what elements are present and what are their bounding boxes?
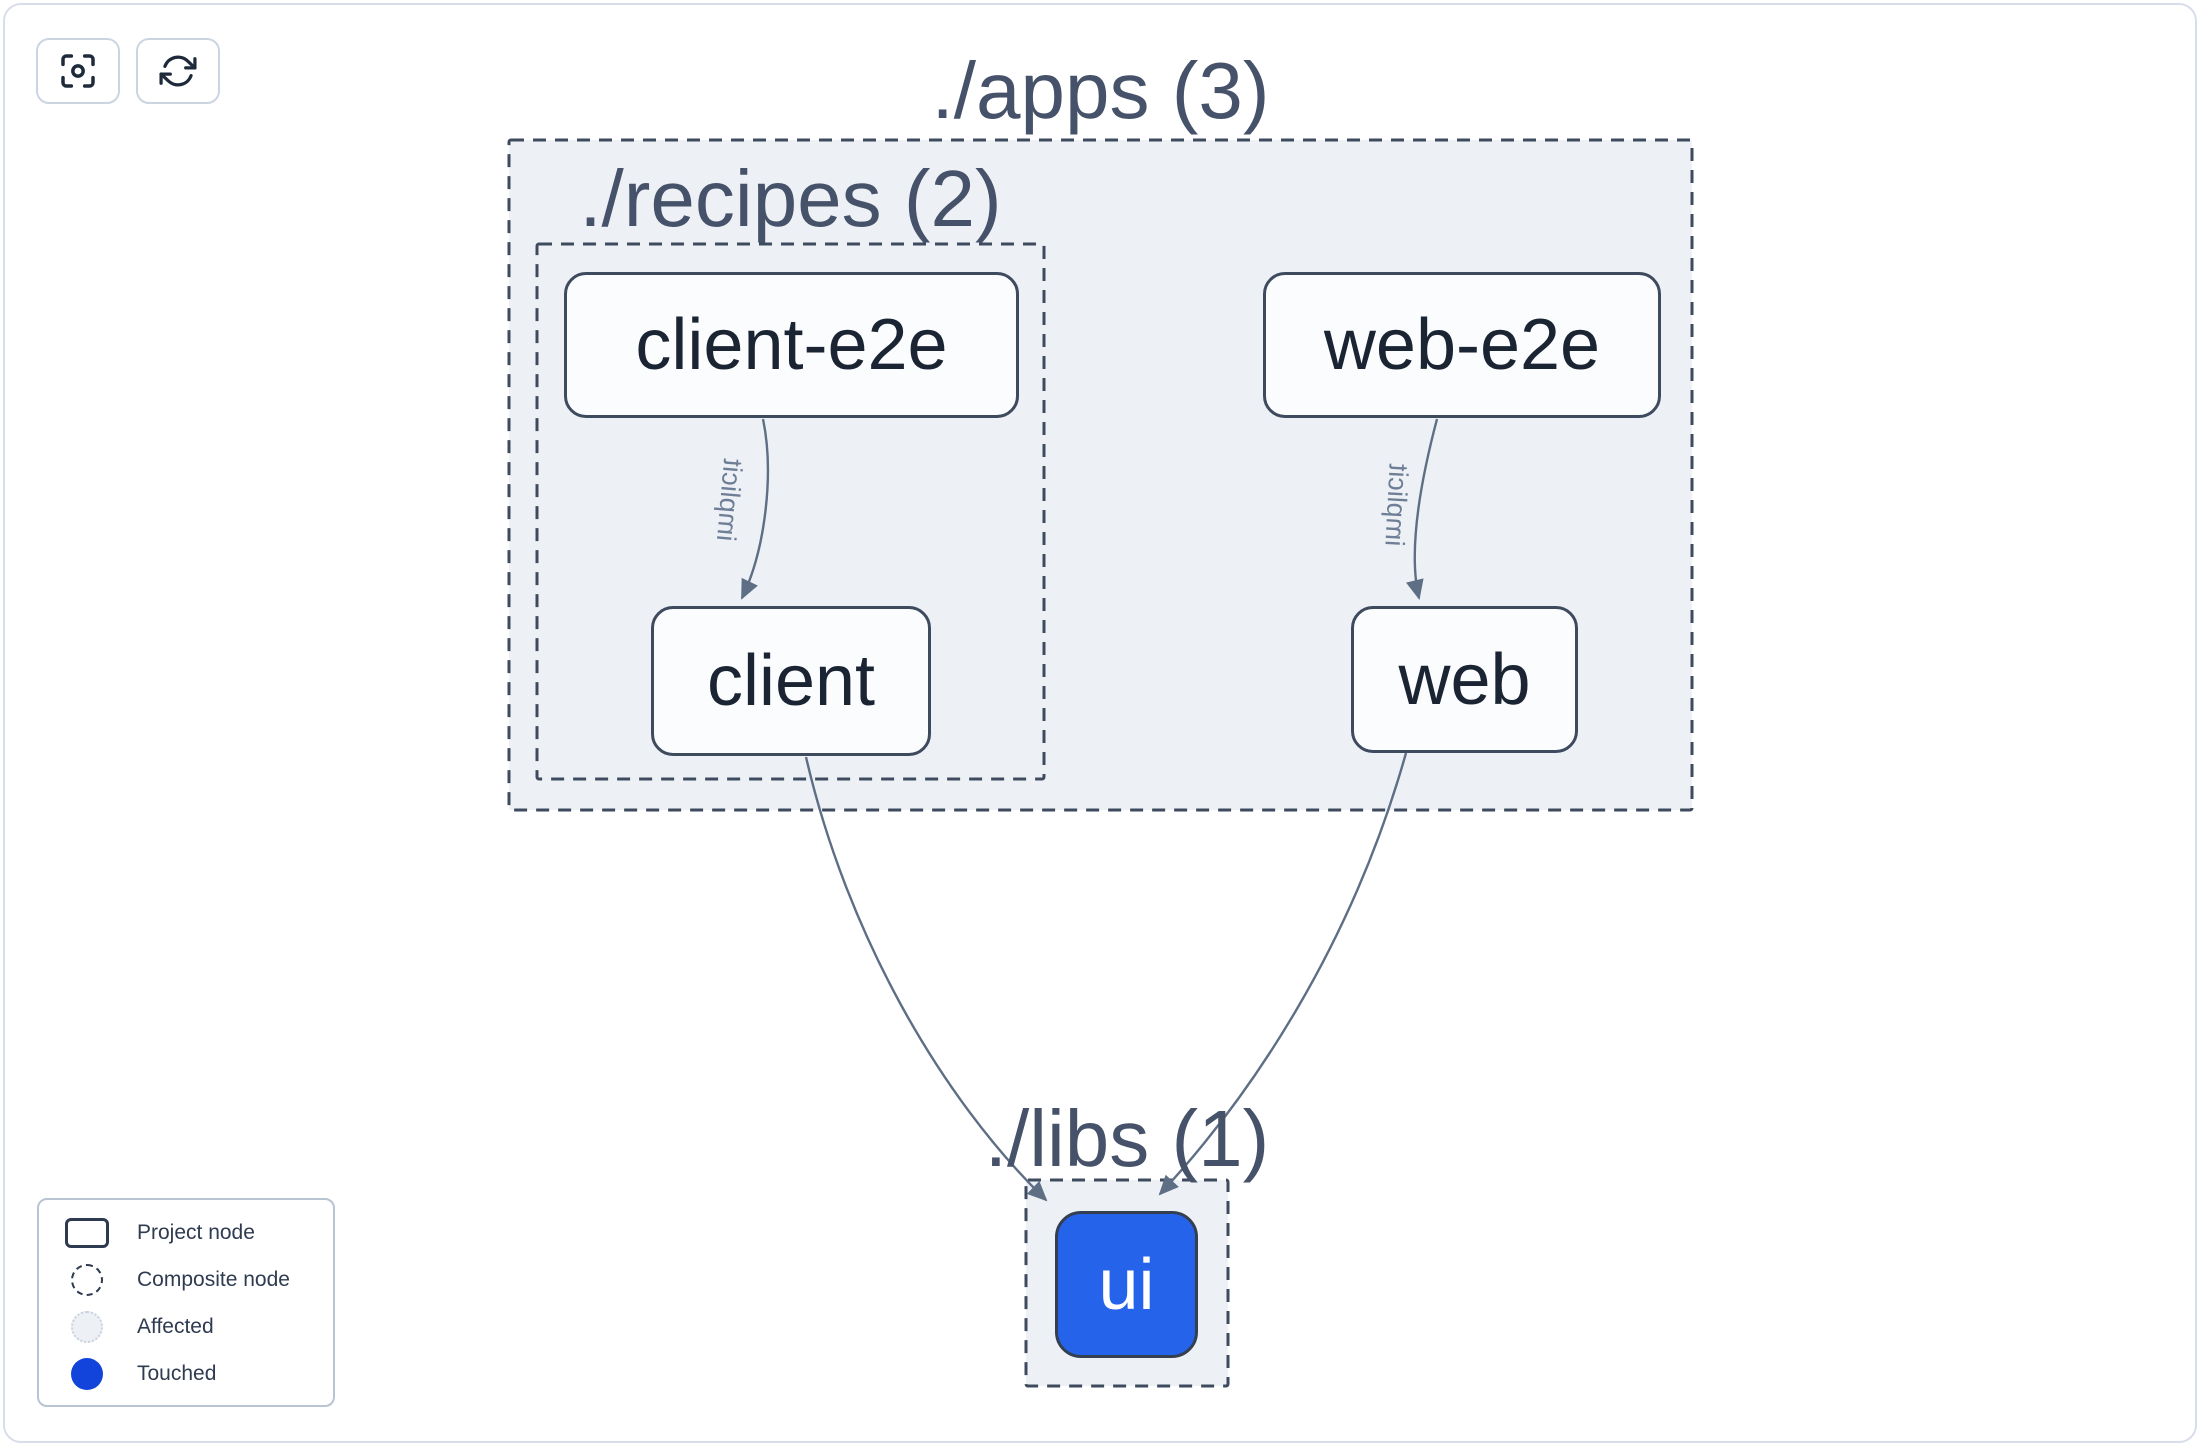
- focus-icon: [61, 54, 95, 88]
- edge-client-to-ui[interactable]: [804, 756, 1048, 1202]
- focus-graph-button[interactable]: [36, 38, 120, 104]
- refresh-graph-button[interactable]: [136, 38, 220, 104]
- touched-swatch: [71, 1358, 103, 1390]
- edge-client-e2e-to-client[interactable]: [740, 418, 770, 600]
- project-node-label: client: [706, 641, 876, 721]
- legend-label: Touched: [137, 1362, 217, 1385]
- legend-item-affected: Affected: [65, 1308, 333, 1346]
- legend-item-touched: Touched: [65, 1355, 333, 1393]
- project-node-swatch: [65, 1218, 109, 1248]
- composite-label-recipes[interactable]: ./recipes (2): [579, 154, 1002, 243]
- legend-label: Composite node: [137, 1268, 290, 1291]
- affected-swatch: [71, 1311, 103, 1343]
- composite-label-apps[interactable]: ./apps (3): [931, 46, 1270, 135]
- project-node-client[interactable]: client: [651, 606, 931, 756]
- legend-label: Affected: [137, 1315, 214, 1338]
- refresh-icon: [159, 55, 197, 87]
- project-node-web-e2e[interactable]: web-e2e: [1263, 272, 1661, 418]
- legend: Project node Composite node Affected Tou…: [37, 1198, 335, 1407]
- legend-item-project-node: Project node: [65, 1214, 333, 1252]
- project-node-label: ui: [1098, 1244, 1155, 1325]
- project-node-label: web: [1398, 639, 1531, 720]
- project-node-label: web-e2e: [1323, 305, 1601, 385]
- project-node-web[interactable]: web: [1351, 606, 1578, 753]
- edge-web-e2e-to-web[interactable]: [1406, 418, 1439, 600]
- legend-label: Project node: [137, 1221, 255, 1244]
- project-node-ui[interactable]: ui: [1055, 1211, 1198, 1358]
- composite-label-libs[interactable]: ./libs (1): [984, 1094, 1270, 1183]
- project-node-label: client-e2e: [635, 305, 948, 385]
- edge-label-implicit[interactable]: implicit: [1379, 463, 1414, 548]
- legend-item-composite-node: Composite node: [65, 1261, 333, 1299]
- composite-node-swatch: [71, 1264, 103, 1296]
- edge-web-to-ui[interactable]: [1158, 752, 1408, 1196]
- project-node-client-e2e[interactable]: client-e2e: [564, 272, 1019, 418]
